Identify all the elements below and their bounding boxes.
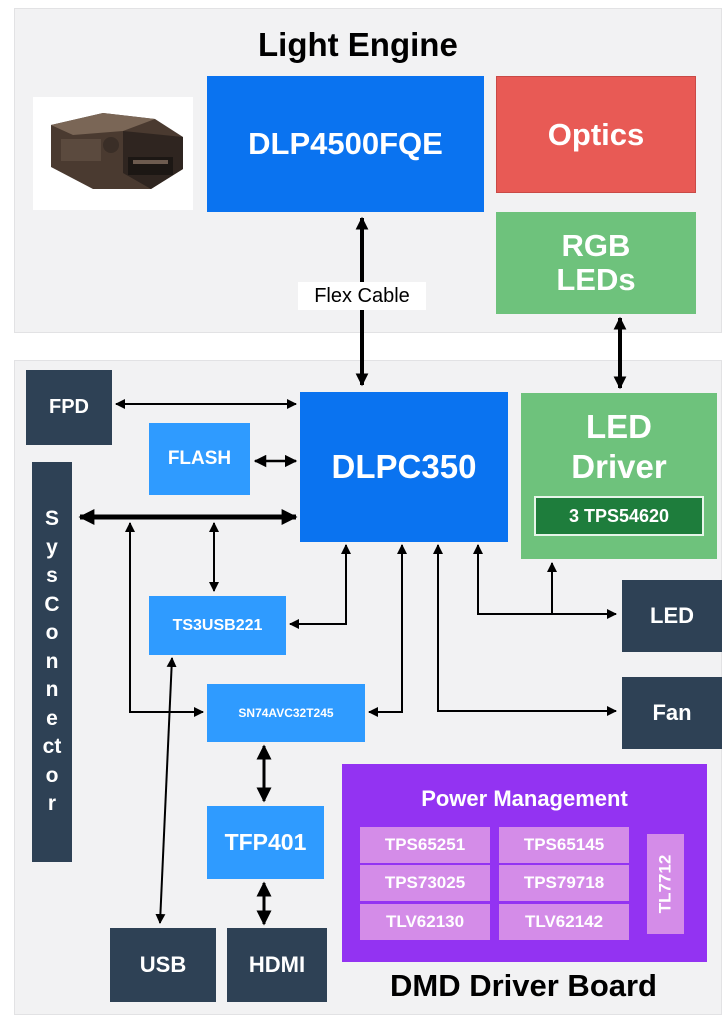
light-engine-title: Light Engine [258,26,458,63]
tps54620-chip[interactable]: 3 TPS54620 [534,496,704,537]
power-management-block[interactable]: Power Management TPS65251 TPS65145 TPS73… [342,764,707,962]
sys-connector-label: Sys Connector [42,507,62,816]
led-port-block[interactable]: LED [622,580,722,652]
dlpc350-block[interactable]: DLPC350 [300,392,508,542]
tl7712-label: TL7712 [655,854,675,914]
power-chip[interactable]: TPS65251 [360,827,490,863]
usb-switch-controller-link [289,544,351,629]
optics-block[interactable]: Optics [496,76,696,193]
driver-board-title: DMD Driver Board [390,968,657,1003]
tfp401-block[interactable]: TFP401 [207,806,324,879]
usb-port-block[interactable]: USB [110,928,216,1002]
fpd-block[interactable]: FPD [26,370,112,445]
usb-switch-usb-link [155,657,177,924]
fan-port-block[interactable]: Fan [622,677,722,749]
led-driver-block[interactable]: LED Driver 3 TPS54620 [521,393,717,559]
power-chip[interactable]: TLV62142 [499,904,629,940]
light-engine-hardware-icon [51,113,183,189]
dlp4500fqe-block[interactable]: DLP4500FQE [207,76,484,212]
power-chip[interactable]: TPS73025 [360,865,490,901]
power-management-title: Power Management [421,786,628,811]
light-engine-photo [33,97,193,210]
power-chip[interactable]: TPS79718 [499,865,629,901]
led-driver-label: LED Driver [571,408,667,485]
level-shifter-controller-link [368,544,407,717]
flex-cable-label: Flex Cable [298,282,426,310]
sys-connector-block[interactable]: Sys Connector [32,462,72,862]
hdmi-port-block[interactable]: HDMI [227,928,327,1002]
bus-level-shifter-link [125,522,204,717]
rgb-leds-block[interactable]: RGB LEDs [496,212,696,314]
power-chip[interactable]: TPS65145 [499,827,629,863]
controller-fan-link [433,544,617,716]
power-chip[interactable]: TLV62130 [360,904,490,940]
flash-block[interactable]: FLASH [149,423,250,495]
sn74avc32t245-block[interactable]: SN74AVC32T245 [207,684,365,742]
tl7712-chip[interactable]: TL7712 [647,834,684,934]
ts3usb221-block[interactable]: TS3USB221 [149,596,286,655]
